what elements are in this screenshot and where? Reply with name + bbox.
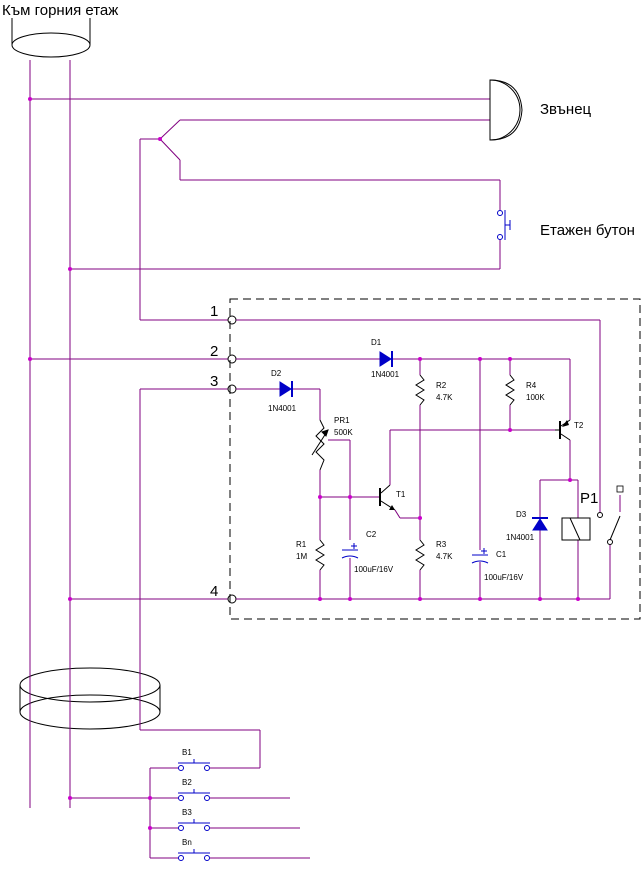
capacitor-c1 (471, 548, 489, 564)
terminal-1: 1 (210, 303, 218, 320)
r1-value: 1M (296, 552, 307, 561)
internal-wiring (236, 319, 621, 600)
button-b3 (178, 819, 210, 831)
relay-p1 (561, 485, 624, 545)
r2-value: 4.7K (436, 393, 453, 402)
bn-label: Bn (182, 838, 192, 847)
cable-bottom (19, 667, 161, 730)
button-b1 (178, 759, 210, 771)
button-bn (178, 849, 210, 861)
c1-label: C1 (496, 550, 507, 559)
t1-label: T1 (396, 490, 406, 499)
transistor-t2 (555, 419, 571, 441)
r4-value: 100K (526, 393, 545, 402)
potentiometer-pr1 (311, 419, 329, 471)
b3-label: B3 (182, 808, 192, 817)
bell-label: Звънец (540, 101, 592, 118)
bus-wires (29, 60, 71, 808)
b1-label: B1 (182, 748, 192, 757)
r4-label: R4 (526, 381, 537, 390)
c1-value: 100uF/16V (484, 573, 524, 582)
d3-label: D3 (516, 510, 527, 519)
r1-label: R1 (296, 540, 307, 549)
resistor-r1 (315, 539, 325, 571)
capacitor-c2 (341, 543, 359, 559)
r3-value: 4.7K (436, 552, 453, 561)
diode-d3 (532, 517, 548, 531)
resistor-r2 (415, 374, 425, 406)
c2-value: 100uF/16V (354, 565, 394, 574)
d2-label: D2 (271, 369, 282, 378)
d1-value: 1N4001 (371, 370, 400, 379)
resistor-r4 (505, 374, 515, 406)
module-box (229, 298, 641, 620)
cable-top (11, 18, 91, 58)
d2-value: 1N4001 (268, 404, 297, 413)
floor-button-symbol (70, 138, 511, 270)
terminal-wires (30, 139, 228, 730)
button-wiring (70, 729, 310, 859)
pr1-label: PR1 (334, 416, 350, 425)
d1-label: D1 (371, 338, 382, 347)
terminal-2: 2 (210, 343, 218, 360)
relay-label: P1 (580, 490, 598, 507)
t2-label: T2 (574, 421, 584, 430)
terminals (227, 315, 237, 604)
button-b2 (178, 789, 210, 801)
diode-d1 (379, 351, 393, 367)
b2-label: B2 (182, 778, 192, 787)
resistor-r3 (415, 539, 425, 571)
r2-label: R2 (436, 381, 447, 390)
top-floor-label: Към горния етаж (2, 2, 118, 19)
c2-label: C2 (366, 530, 377, 539)
floor-button-label: Етажен бутон (540, 222, 635, 239)
terminal-4: 4 (210, 583, 218, 600)
pr1-value: 500K (334, 428, 353, 437)
junction-dots (318, 357, 580, 601)
r3-label: R3 (436, 540, 447, 549)
transistor-t1 (379, 484, 396, 511)
bell-symbol (30, 79, 523, 141)
diode-d2 (279, 381, 293, 397)
d3-value: 1N4001 (506, 533, 535, 542)
terminal-3: 3 (210, 373, 218, 390)
